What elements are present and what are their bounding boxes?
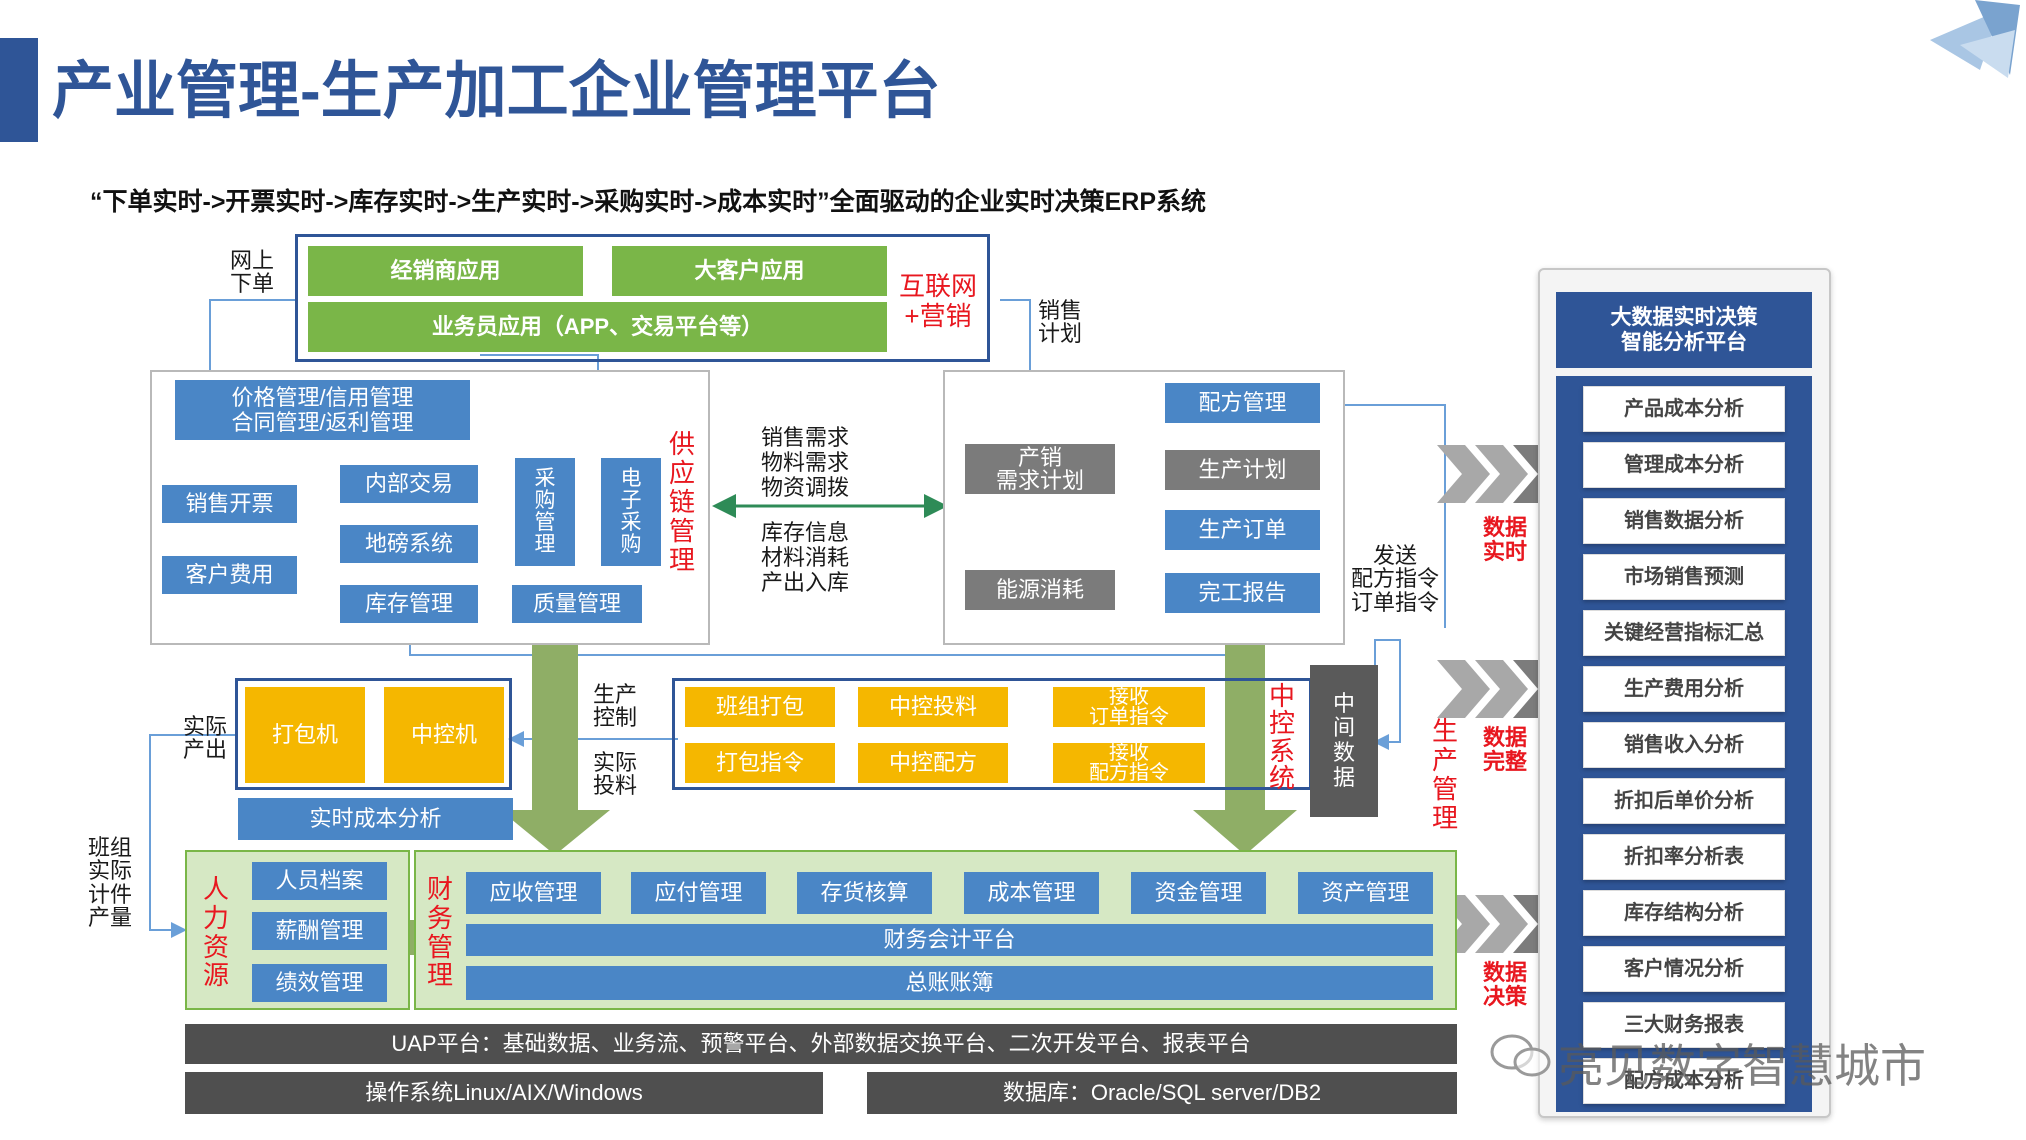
controller-box[interactable]: 中控机 xyxy=(384,687,504,783)
realtime-cost-box[interactable]: 实时成本分析 xyxy=(238,798,513,840)
internet-marketing-frame xyxy=(295,234,990,362)
supply-chain-label: 供 应 链 管 理 xyxy=(668,428,695,576)
fund-mgmt-box[interactable]: 资金管理 xyxy=(1131,872,1266,914)
demand-plan-box[interactable]: 产销 需求计划 xyxy=(965,444,1115,494)
sales-plan-label: 销售 计划 xyxy=(1037,297,1082,346)
down-arrow-left xyxy=(500,640,610,855)
recv-order-box[interactable]: 接收 订单指令 xyxy=(1053,687,1205,727)
internal-trade-box[interactable]: 内部交易 xyxy=(340,465,478,503)
ledger-bar[interactable]: 总账账簿 xyxy=(466,966,1433,1000)
bigdata-item[interactable]: 折扣后单价分析 xyxy=(1583,778,1785,824)
salesman-app-box[interactable]: 业务员应用（APP、交易平台等） xyxy=(308,302,887,352)
hr-profile-box[interactable]: 人员档案 xyxy=(252,862,387,900)
actual-output-label: 实际 产出 xyxy=(182,713,227,762)
hr-label: 人 力 资 源 xyxy=(202,874,229,991)
e-purchase-box[interactable]: 电 子 采 购 xyxy=(601,458,661,566)
data-decision-label: 数据 决策 xyxy=(1482,959,1527,1009)
bigdata-item[interactable]: 三大财务报表 xyxy=(1583,1002,1785,1048)
page-subtitle: “下单实时->开票实时->库存实时->生产实时->采购实时->成本实时”全面驱动… xyxy=(90,188,1207,216)
data-realtime-label: 数据 实时 xyxy=(1482,514,1527,564)
bigdata-item[interactable]: 销售数据分析 xyxy=(1583,498,1785,544)
bigdata-item[interactable]: 关键经营指标汇总 xyxy=(1583,610,1785,656)
wechat-icon xyxy=(1490,1034,1551,1077)
finance-platform-bar[interactable]: 财务会计平台 xyxy=(466,924,1433,956)
pack-cmd-box[interactable]: 打包指令 xyxy=(685,743,835,783)
hr-salary-box[interactable]: 薪酬管理 xyxy=(252,912,387,950)
os-bar: 操作系统Linux/AIX/Windows xyxy=(185,1072,823,1114)
bigdata-item[interactable]: 销售收入分析 xyxy=(1583,722,1785,768)
bigdata-item[interactable]: 市场销售预测 xyxy=(1583,554,1785,600)
data-complete-label: 数据 完整 xyxy=(1482,724,1527,774)
stock-accounting-box[interactable]: 存货核算 xyxy=(797,872,932,914)
prod-order-box[interactable]: 生产订单 xyxy=(1165,510,1320,550)
bigdata-item[interactable]: 客户情况分析 xyxy=(1583,946,1785,992)
down-arrow-right xyxy=(1193,640,1297,855)
team-pack-box[interactable]: 班组打包 xyxy=(685,687,835,727)
team-output-label: 班组 实际 计件 产量 xyxy=(87,835,132,930)
finance-label: 财 务 管 理 xyxy=(426,874,453,991)
packer-box[interactable]: 打包机 xyxy=(245,687,365,783)
bigdata-list: 产品成本分析 管理成本分析 销售数据分析 市场销售预测 关键经营指标汇总 生产费… xyxy=(1556,376,1812,1112)
page-title: 产业管理-生产加工企业管理平台 xyxy=(52,57,941,126)
bigdata-item[interactable]: 生产费用分析 xyxy=(1583,666,1785,712)
actual-feed-label: 实际 投料 xyxy=(592,749,637,798)
exchange-right-label: 库存信息 材料消耗 产出入库 xyxy=(760,519,849,596)
customer-fee-box[interactable]: 客户费用 xyxy=(162,556,297,594)
title-accent-bar xyxy=(0,38,38,142)
payable-box[interactable]: 应付管理 xyxy=(631,872,766,914)
ctrl-feed-box[interactable]: 中控投料 xyxy=(858,687,1008,727)
hr-performance-box[interactable]: 绩效管理 xyxy=(252,964,387,1002)
weighbridge-box[interactable]: 地磅系统 xyxy=(340,525,478,563)
online-order-label: 网上 下单 xyxy=(229,247,274,296)
logo-shape xyxy=(1920,0,2026,80)
energy-box[interactable]: 能源消耗 xyxy=(965,570,1115,610)
cost-mgmt-box[interactable]: 成本管理 xyxy=(964,872,1099,914)
bigdata-item[interactable]: 库存结构分析 xyxy=(1583,890,1785,936)
watermark-text: 亮见数字智慧城市 xyxy=(1558,1040,1926,1092)
db-bar: 数据库：Oracle/SQL server/DB2 xyxy=(867,1072,1457,1114)
receivable-box[interactable]: 应收管理 xyxy=(466,872,601,914)
key-account-app-box[interactable]: 大客户应用 xyxy=(612,246,887,296)
bigdata-item[interactable]: 产品成本分析 xyxy=(1583,386,1785,432)
price-credit-box[interactable]: 价格管理/信用管理 合同管理/返利管理 xyxy=(175,380,470,440)
bigdata-item[interactable]: 管理成本分析 xyxy=(1583,442,1785,488)
dealer-app-box[interactable]: 经销商应用 xyxy=(308,246,583,296)
watermark-icon xyxy=(1488,1030,1554,1080)
formula-mgmt-box[interactable]: 配方管理 xyxy=(1165,383,1320,423)
ctrl-formula-box[interactable]: 中控配方 xyxy=(858,743,1008,783)
exchange-left-label: 销售需求 物料需求 物资调拨 xyxy=(760,424,849,501)
logo-triangles xyxy=(1930,0,2020,78)
inventory-box[interactable]: 库存管理 xyxy=(340,585,478,623)
bigdata-item[interactable]: 配方成本分析 xyxy=(1583,1058,1785,1104)
machines-frame xyxy=(235,678,512,790)
send-cmd-label: 发送 配方指令 订单指令 xyxy=(1350,543,1439,615)
purchase-mgmt-box[interactable]: 采 购 管 理 xyxy=(515,458,575,566)
middle-data-box[interactable]: 中 间 数 据 xyxy=(1310,665,1378,817)
uap-bar: UAP平台：基础数据、业务流、预警平台、外部数据交换平台、二次开发平台、报表平台 xyxy=(185,1024,1457,1064)
central-control-label: 中 控 系 统 xyxy=(1268,680,1295,793)
asset-mgmt-box[interactable]: 资产管理 xyxy=(1298,872,1433,914)
production-label: 生 产 管 理 xyxy=(1431,715,1458,834)
prod-ctrl-label: 生产 控制 xyxy=(592,681,637,730)
completion-report-box[interactable]: 完工报告 xyxy=(1165,573,1320,613)
prod-plan-box[interactable]: 生产计划 xyxy=(1165,450,1320,490)
bigdata-title: 大数据实时决策 智能分析平台 xyxy=(1556,292,1812,368)
bigdata-item[interactable]: 折扣率分析表 xyxy=(1583,834,1785,880)
internet-marketing-label: 互联网 +营销 xyxy=(898,271,977,331)
sales-invoice-box[interactable]: 销售开票 xyxy=(162,485,297,523)
quality-box[interactable]: 质量管理 xyxy=(512,585,642,623)
recv-formula-box[interactable]: 接收 配方指令 xyxy=(1053,743,1205,783)
